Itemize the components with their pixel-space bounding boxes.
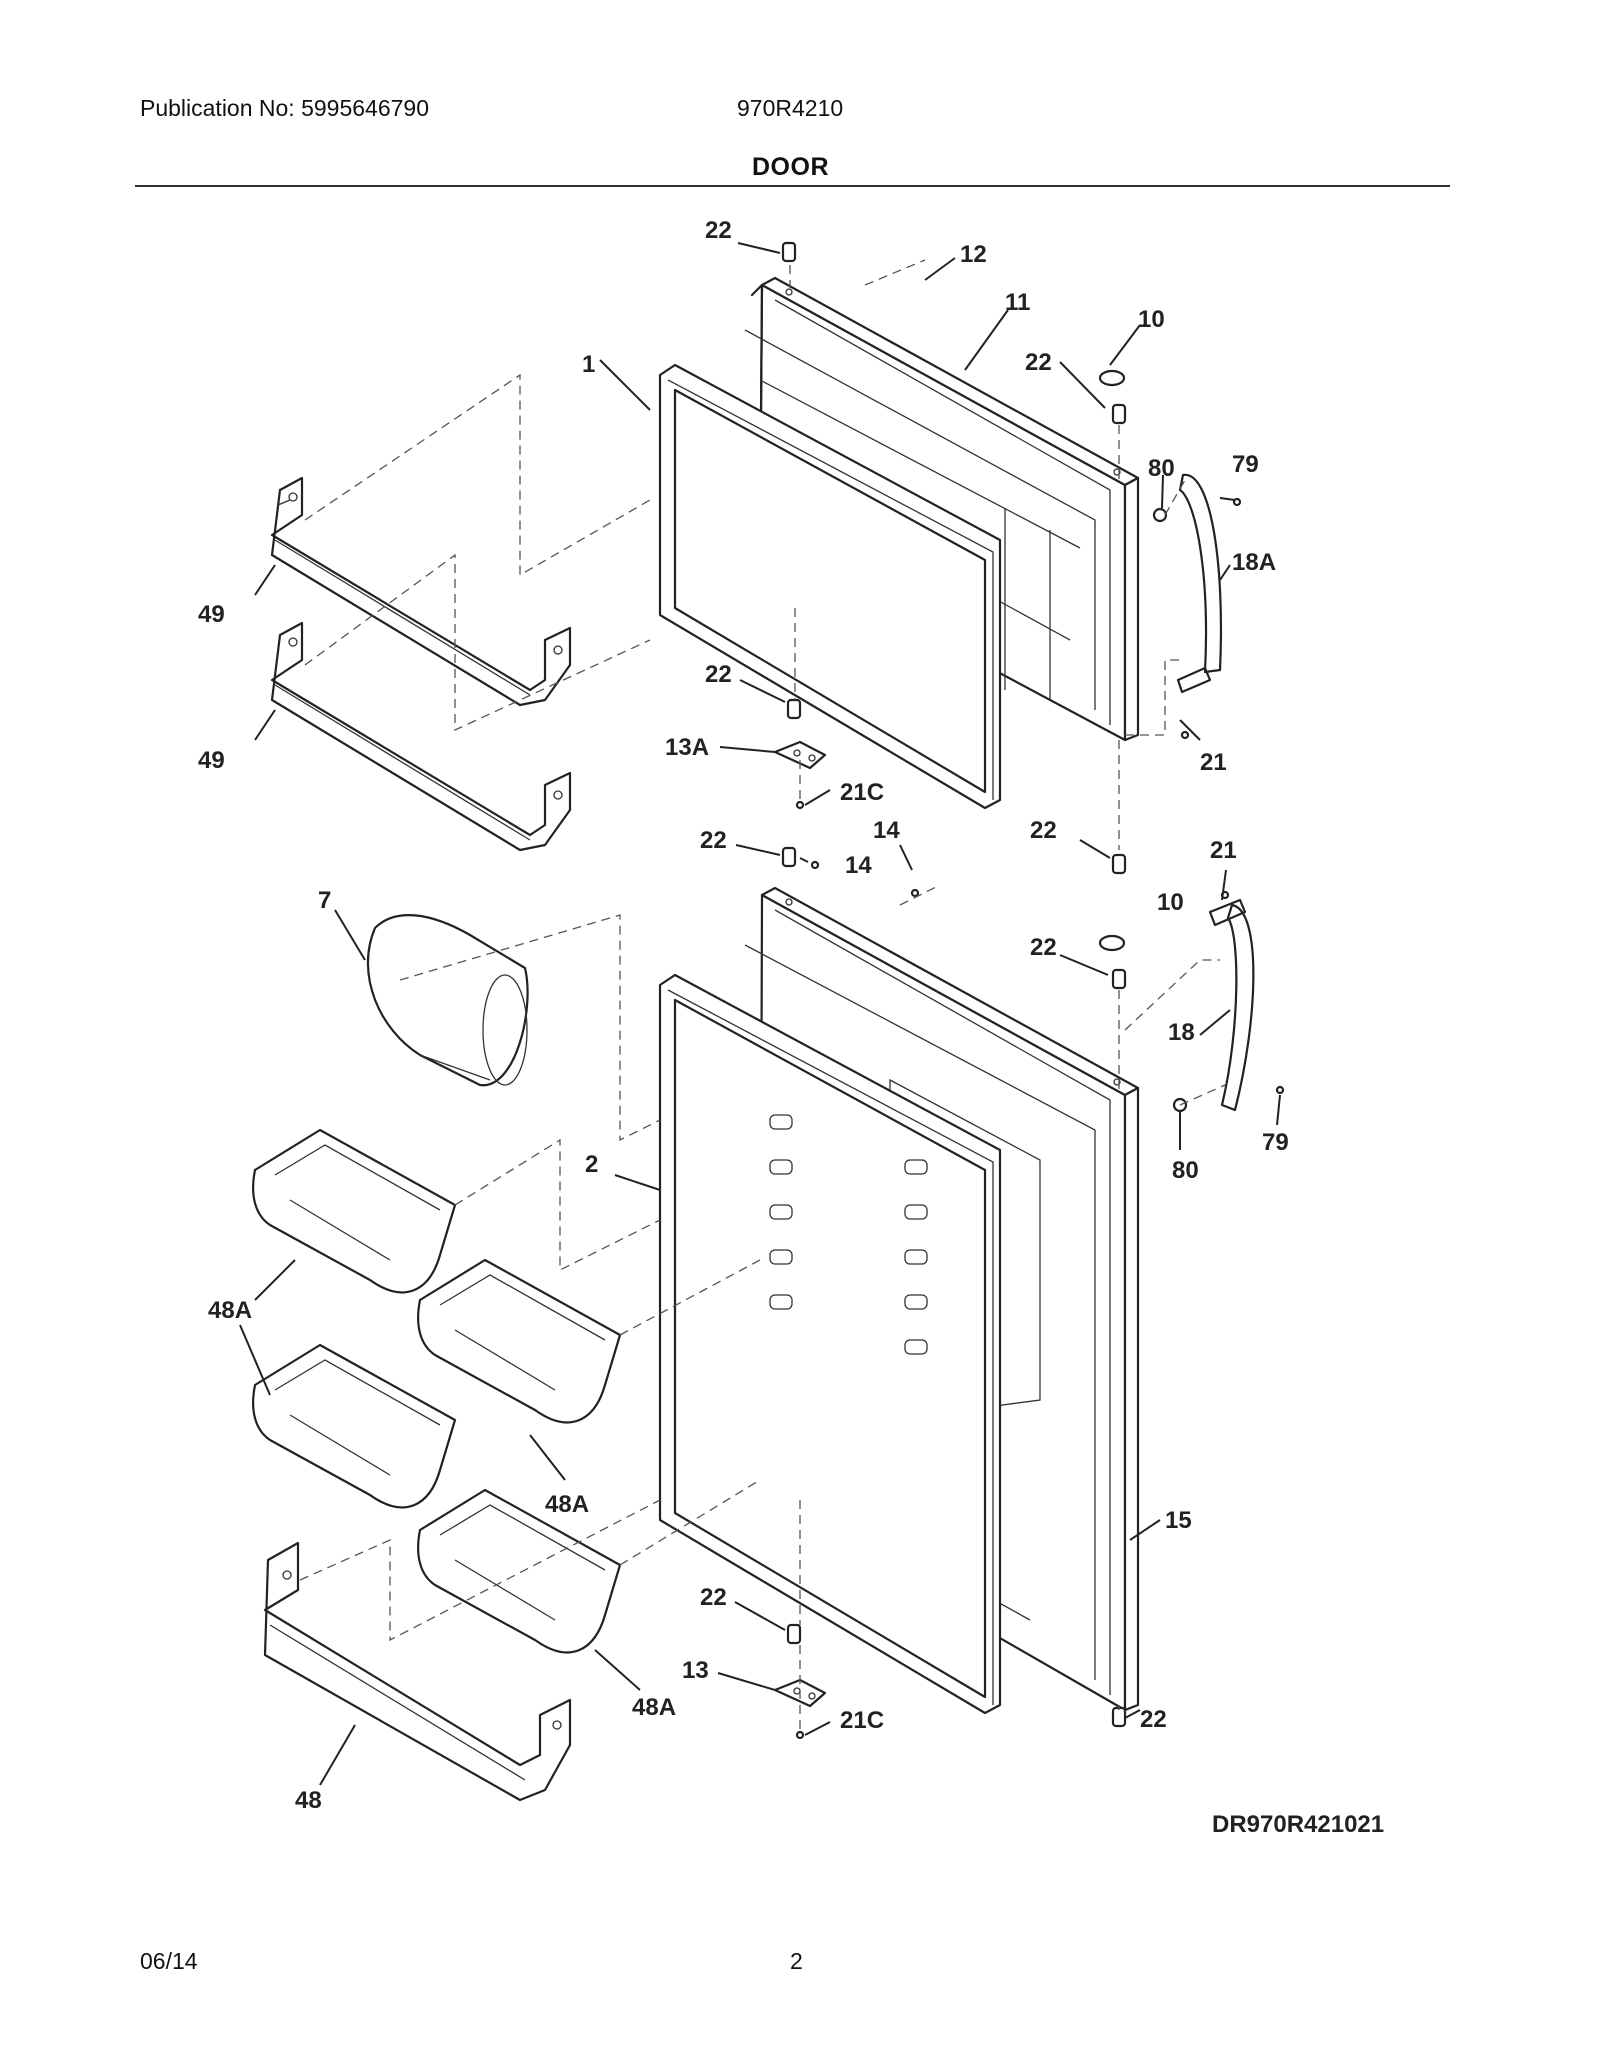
callout-22: 22 xyxy=(705,217,732,244)
callout-80: 80 xyxy=(1172,1157,1199,1184)
assembly-dashed-lines xyxy=(299,259,1226,1730)
door-bin-48a-1 xyxy=(252,1128,457,1294)
callout-leaders xyxy=(239,242,1281,1786)
callout-22: 22 xyxy=(1030,817,1057,844)
callout-22: 22 xyxy=(1030,934,1057,961)
callout-18a: 18A xyxy=(1232,549,1276,576)
publication-number: Publication No: 5995646790 xyxy=(140,95,430,121)
callout-48a: 48A xyxy=(208,1297,252,1324)
header-divider xyxy=(135,185,1450,187)
callout-22: 22 xyxy=(1140,1706,1167,1733)
callout-14: 14 xyxy=(845,852,872,879)
callout-21: 21 xyxy=(1210,837,1237,864)
dairy-door-7 xyxy=(366,914,529,1087)
callout-21c: 21C xyxy=(840,779,884,806)
footer-page-number: 2 xyxy=(790,1948,803,1974)
door-bin-48a-4 xyxy=(417,1488,622,1654)
callout-49: 49 xyxy=(198,601,225,628)
callout-22: 22 xyxy=(700,1584,727,1611)
callout-79: 79 xyxy=(1232,451,1259,478)
footer-date: 06/14 xyxy=(140,1948,198,1974)
model-number: 970R4210 xyxy=(737,95,844,121)
callout-7: 7 xyxy=(318,887,331,914)
section-title: DOOR xyxy=(752,153,829,181)
callout-10: 10 xyxy=(1138,306,1165,333)
door-bin-48a-3 xyxy=(417,1258,622,1424)
callout-21c: 21C xyxy=(840,1707,884,1734)
drawing-code: DR970R421021 xyxy=(1212,1811,1384,1838)
freezer-shelf-bar-49-lower xyxy=(270,621,572,852)
freezer-door-gasket-1 xyxy=(658,363,1002,810)
callout-2: 2 xyxy=(585,1151,598,1178)
callout-12: 12 xyxy=(960,241,987,268)
door-shelf-bar-48 xyxy=(263,1541,572,1802)
callout-13a: 13A xyxy=(665,734,709,761)
callout-15: 15 xyxy=(1165,1507,1192,1534)
callout-10: 10 xyxy=(1157,889,1184,916)
callout-labels: 22 12 11 10 22 1 80 79 18A 21 49 49 22 1… xyxy=(198,217,1384,1838)
callout-22: 22 xyxy=(1025,349,1052,376)
screws-and-plugs xyxy=(781,241,1285,1740)
callout-14: 14 xyxy=(873,817,900,844)
callout-21: 21 xyxy=(1200,749,1227,776)
callout-79: 79 xyxy=(1262,1129,1289,1156)
callout-13: 13 xyxy=(682,1657,709,1684)
callout-22: 22 xyxy=(700,827,727,854)
fresh-food-handle-18 xyxy=(1208,898,1255,1112)
freezer-handle-18a xyxy=(1176,473,1223,694)
callout-11: 11 xyxy=(1005,289,1030,316)
freezer-shelf-bar-49-upper xyxy=(270,476,572,707)
callout-49: 49 xyxy=(198,747,225,774)
callout-22: 22 xyxy=(705,661,732,688)
callout-80: 80 xyxy=(1148,455,1175,482)
door-bin-48a-2 xyxy=(252,1343,457,1509)
callout-48: 48 xyxy=(295,1787,322,1814)
callout-1: 1 xyxy=(582,351,595,378)
freezer-hinge-13a xyxy=(773,740,827,770)
callout-18: 18 xyxy=(1168,1019,1195,1046)
callout-48a: 48A xyxy=(545,1491,589,1518)
door-shelf-studs xyxy=(769,1114,928,1355)
callout-48a: 48A xyxy=(632,1694,676,1721)
